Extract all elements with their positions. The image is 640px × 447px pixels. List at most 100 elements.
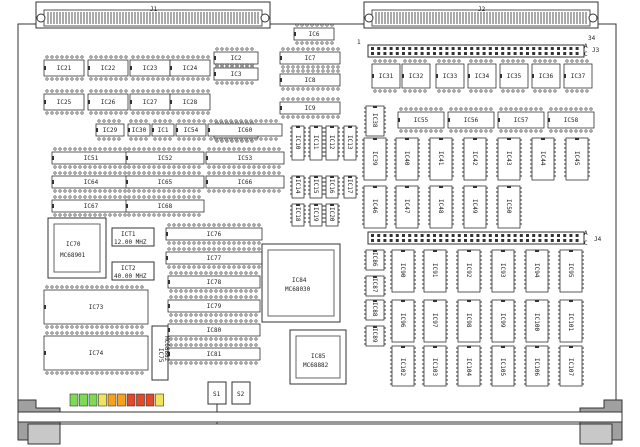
header-pin (557, 239, 560, 242)
chip-ic44: IC44 (530, 137, 556, 181)
chip-label: IC22 (101, 65, 116, 72)
chip-ic101: IC101 (558, 299, 584, 343)
chip-ic89: IC89 (364, 325, 386, 347)
chip-label: IC7 (305, 55, 316, 62)
chip-label: IC73 (89, 304, 104, 311)
svg-text:C: C (584, 240, 588, 247)
chip-ic41: IC41 (428, 137, 454, 181)
chip-label: IC94 (533, 263, 540, 278)
header-pin (507, 234, 511, 237)
header-pin (464, 239, 467, 242)
chip-ic93: IC93 (490, 249, 516, 293)
header-pin (420, 52, 424, 55)
chip-ic76: IC76 (165, 223, 263, 245)
header-pin (420, 234, 424, 237)
chip-label: IC74 (89, 350, 104, 357)
header-pin (377, 47, 381, 50)
header-pin (495, 47, 498, 50)
header-pin (426, 234, 430, 237)
chip-ic23: IC23 (129, 55, 171, 81)
header-pin (501, 52, 505, 55)
header-pin (495, 52, 498, 55)
header-pin (457, 47, 461, 50)
connector-j3: 1 34 A C J3 (357, 35, 600, 58)
chip-ic67: IC67 (51, 195, 131, 217)
header-pin (501, 234, 505, 237)
chip-label: IC27 (143, 99, 158, 106)
chip-ic106: IC106 (524, 345, 550, 387)
chip-label: IC43 (505, 151, 512, 166)
header-pin (532, 234, 536, 237)
chip-ic28: IC28 (169, 89, 211, 115)
chip-label: IC88 (371, 302, 378, 317)
header-pin (501, 47, 505, 50)
chip-ic12: IC12 (324, 125, 340, 161)
chip-label: IC21 (57, 65, 72, 72)
j1-label: J1 (150, 6, 158, 13)
chip-ic7: IC7 (279, 47, 341, 69)
header-pin (439, 234, 443, 237)
header-pin (371, 234, 374, 237)
header-pin (395, 234, 399, 237)
header-pin (476, 52, 480, 55)
chip-label: IC12 (328, 135, 335, 150)
header-pin (550, 52, 554, 55)
header-pin (408, 239, 412, 242)
chip-label: IC40 (403, 151, 410, 166)
header-pin (526, 239, 529, 242)
chip-label: IC91 (431, 263, 438, 278)
chip-label: IC15 (312, 179, 319, 194)
header-pin (445, 52, 449, 55)
chip-ic29: IC29 (95, 119, 125, 141)
header-pin (507, 47, 511, 50)
header-pin (402, 52, 405, 55)
chip-ic46: IC46 (362, 185, 388, 229)
chip-ic35: IC35 (499, 59, 529, 93)
header-pin (414, 234, 418, 237)
chip-ic78: IC78 (167, 271, 261, 293)
header-pin (433, 52, 436, 55)
status-led (69, 393, 79, 407)
chip-label: IC35 (507, 73, 522, 80)
chip-label: IC103 (431, 358, 438, 376)
header-pin (575, 239, 579, 242)
chip-ic6: IC6 (293, 23, 335, 45)
header-pin (383, 234, 387, 237)
header-pin (513, 47, 517, 50)
header-pin (377, 234, 381, 237)
connector-j1: J1 (35, 1, 271, 29)
switch-s1: S1 (207, 381, 227, 424)
chip-ic19: IC19 (308, 203, 324, 227)
chip-ic3: IC3 (213, 63, 259, 85)
header-pin (383, 52, 387, 55)
header-pin (569, 234, 573, 237)
chip-ic90: IC90 (390, 249, 416, 293)
header-pin (532, 52, 536, 55)
header-pin (439, 47, 443, 50)
chip-ic104: IC104 (456, 345, 482, 387)
chip-label: IC48 (437, 199, 444, 214)
header-pin (457, 52, 461, 55)
header-pin (383, 239, 387, 242)
chip-ic33: IC33 (435, 59, 465, 93)
chip-ic10: IC10 (290, 125, 306, 161)
chip-label: IC25 (57, 99, 72, 106)
header-pin (402, 47, 405, 50)
chip-ic53: IC53 (205, 147, 285, 169)
header-pin (408, 47, 412, 50)
chip-ic45: IC45 (564, 137, 590, 181)
chip-label: IC45 (573, 151, 580, 166)
chip-ic31: IC31 (371, 59, 401, 93)
header-pin (544, 234, 548, 237)
chip-ic38: IC38 (364, 105, 386, 137)
chip-ic9: IC9 (279, 97, 341, 119)
chip-label: IC34 (475, 73, 490, 80)
chip-ic42: IC42 (462, 137, 488, 181)
chip-label: IC38 (371, 113, 378, 128)
status-led (155, 393, 164, 407)
header-pin (408, 234, 412, 237)
chip-label: IC16 (328, 179, 335, 194)
chip-ic48: IC48 (428, 185, 454, 229)
chip-label: IC79 (207, 303, 222, 310)
